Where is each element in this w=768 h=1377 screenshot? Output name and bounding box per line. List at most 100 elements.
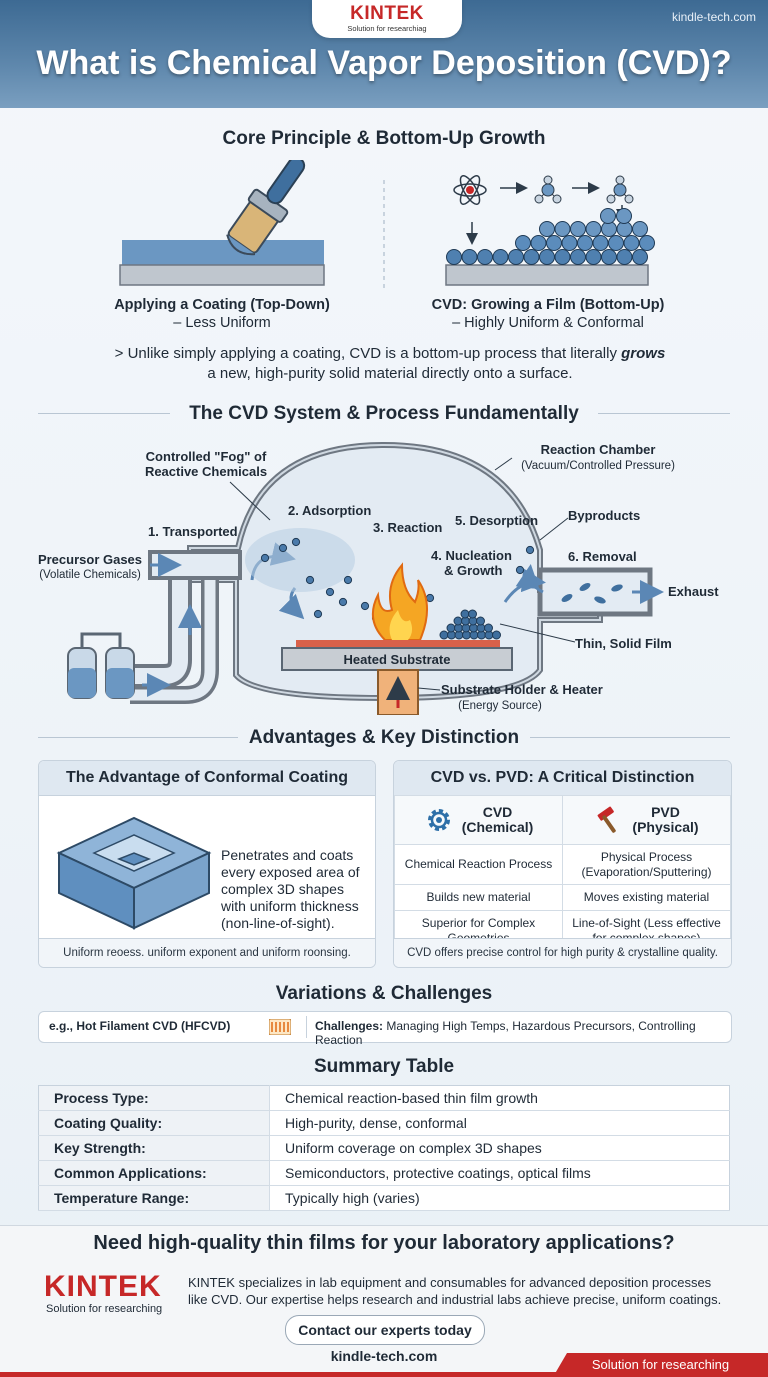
byproducts-leader	[539, 517, 569, 541]
core-lead-text: > Unlike simply applying a coating, CVD …	[60, 344, 720, 384]
top-down-caption: Applying a Coating (Top-Down) – Less Uni…	[92, 296, 352, 332]
header-banner: KINTEK Solution for researchiag kindle-t…	[0, 0, 768, 108]
summary-key: Temperature Range:	[38, 1185, 270, 1211]
table-row: Temperature Range:Typically high (varies…	[38, 1185, 730, 1211]
atom-sphere	[561, 235, 578, 251]
atom-sphere	[484, 623, 493, 633]
divider-right	[598, 413, 730, 414]
summary-section-title: Summary Table	[313, 1056, 455, 1077]
page-title: What is Chemical Vapor Deposition (CVD)?	[36, 44, 732, 82]
cvd-pvd-card: CVD vs. PVD: A Critical Distinction CVD(…	[393, 760, 732, 968]
atom-sphere	[539, 249, 555, 265]
filament-icon	[269, 1019, 291, 1035]
flame-icon	[371, 562, 429, 641]
summary-value: Typically high (varies)	[269, 1185, 730, 1211]
atom-icon	[453, 175, 487, 205]
molecule-icon-2	[606, 175, 634, 204]
conformal-card-title: The Advantage of Conformal Coating	[39, 761, 375, 796]
cvd-pvd-header-row: CVD(Chemical) PVD(Physical)	[394, 795, 731, 845]
header-logo[interactable]: KINTEK Solution for researchiag	[312, 0, 462, 38]
atom-sphere	[592, 235, 609, 251]
table-row: Process Type:Chemical reaction-based thi…	[38, 1085, 730, 1111]
atom-sphere	[554, 249, 571, 265]
atom-sphere	[460, 609, 470, 619]
summary-key: Process Type:	[38, 1085, 270, 1111]
cvd-system-diagram: Heated Substrate Controlled "Fog" of Rea…	[38, 441, 719, 715]
atom-sphere	[477, 249, 493, 265]
atom-sphere	[539, 221, 555, 237]
summary-value: Chemical reaction-based thin film growth	[269, 1085, 730, 1111]
cvd-header: CVD(Chemical)	[394, 795, 563, 845]
atom-sphere	[305, 575, 315, 585]
step-3-label: 3. Reaction	[373, 520, 442, 535]
atom-sphere	[608, 235, 624, 251]
atom-sphere	[639, 235, 655, 251]
summary-value: High-purity, dense, conformal	[269, 1110, 730, 1136]
atom-sphere	[278, 543, 288, 553]
hammer-icon	[597, 806, 617, 833]
precursor-label: Precursor Gases	[38, 552, 142, 567]
atom-sphere	[338, 597, 348, 607]
bottom-up-caption: CVD: Growing a Film (Bottom-Up) – Highly…	[400, 296, 696, 332]
atom-sphere	[600, 208, 616, 224]
table-row: Coating Quality:High-purity, dense, conf…	[38, 1110, 730, 1136]
footer-question: Need high-quality thin films for your la…	[93, 1232, 675, 1254]
paint-layer	[122, 240, 324, 265]
left-substrate	[119, 264, 325, 286]
top-down-caption-title: Applying a Coating (Top-Down)	[114, 297, 330, 313]
gas-cylinders-icon	[67, 632, 135, 699]
atom-sphere	[343, 575, 353, 585]
right-substrate	[445, 264, 649, 286]
step-6-label: 6. Removal	[568, 549, 637, 564]
pvd-head-1: PVD	[651, 804, 680, 820]
divider-adv-right	[530, 737, 730, 738]
atom-sphere	[446, 623, 456, 633]
pvd-cell: Physical Process (Evaporation/Sputtering…	[562, 844, 731, 885]
contact-experts-button[interactable]: Contact our experts today	[285, 1315, 485, 1345]
growing-film-atoms	[446, 208, 655, 265]
footer-logo[interactable]: KINTEK	[44, 1270, 162, 1303]
exhaust-particles	[561, 583, 623, 604]
core-illustration	[119, 160, 655, 290]
table-row: Common Applications:Semiconductors, prot…	[38, 1160, 730, 1186]
top-down-caption-sub: – Less Uniform	[173, 315, 271, 331]
precursor-sub-label: (Volatile Chemicals)	[39, 569, 141, 581]
summary-key: Key Strength:	[38, 1135, 270, 1161]
chamber-leader	[494, 457, 513, 471]
divider-left	[38, 413, 170, 414]
holder-label: Substrate Holder & Heater	[441, 682, 603, 697]
atom-sphere	[476, 616, 485, 626]
footer-url-link[interactable]: kindle-tech.com	[330, 1348, 438, 1364]
fog-label-2: Reactive Chemicals	[145, 464, 267, 479]
conformal-card-footer: Uniform reoess. uniform exponent and uni…	[39, 938, 375, 967]
table-row: Builds new material Moves existing mater…	[394, 884, 731, 911]
atom-sphere	[577, 235, 593, 251]
atom-sphere	[632, 221, 648, 237]
heated-substrate-label: Heated Substrate	[344, 652, 451, 667]
atom-sphere	[439, 630, 449, 640]
atom-sphere	[360, 601, 370, 611]
divider-adv-left	[38, 737, 238, 738]
exhaust-label: Exhaust	[668, 584, 719, 599]
reactive-fog	[245, 528, 355, 592]
atom-sphere	[623, 235, 640, 251]
logo-brand: KINTEK	[350, 3, 424, 24]
footer-cta-section: Need high-quality thin films for your la…	[0, 1225, 768, 1377]
atom-sphere	[525, 545, 535, 555]
fog-label-1: Controlled "Fog" of	[146, 449, 267, 464]
summary-table: Process Type:Chemical reaction-based thi…	[38, 1085, 730, 1211]
atom-sphere	[425, 593, 435, 603]
nucleation-film	[439, 609, 501, 640]
exhaust-pipe	[537, 567, 653, 617]
system-section-title: The CVD System & Process Fundamentally	[189, 403, 579, 424]
variation-example: e.g., Hot Filament CVD (HFCVD)	[49, 1019, 231, 1033]
atom-sphere	[291, 537, 301, 547]
summary-key: Common Applications:	[38, 1160, 270, 1186]
header-site-link[interactable]: kindle-tech.com	[671, 10, 756, 24]
lead-pre: > Unlike simply applying a coating, CVD …	[114, 345, 617, 362]
atom-sphere	[554, 221, 571, 237]
top-down-illustration	[119, 160, 325, 286]
footer-ribbon: Solution for researching	[553, 1353, 768, 1377]
step-2-label: 2. Adsorption	[288, 503, 371, 518]
atom-sphere	[616, 249, 633, 265]
